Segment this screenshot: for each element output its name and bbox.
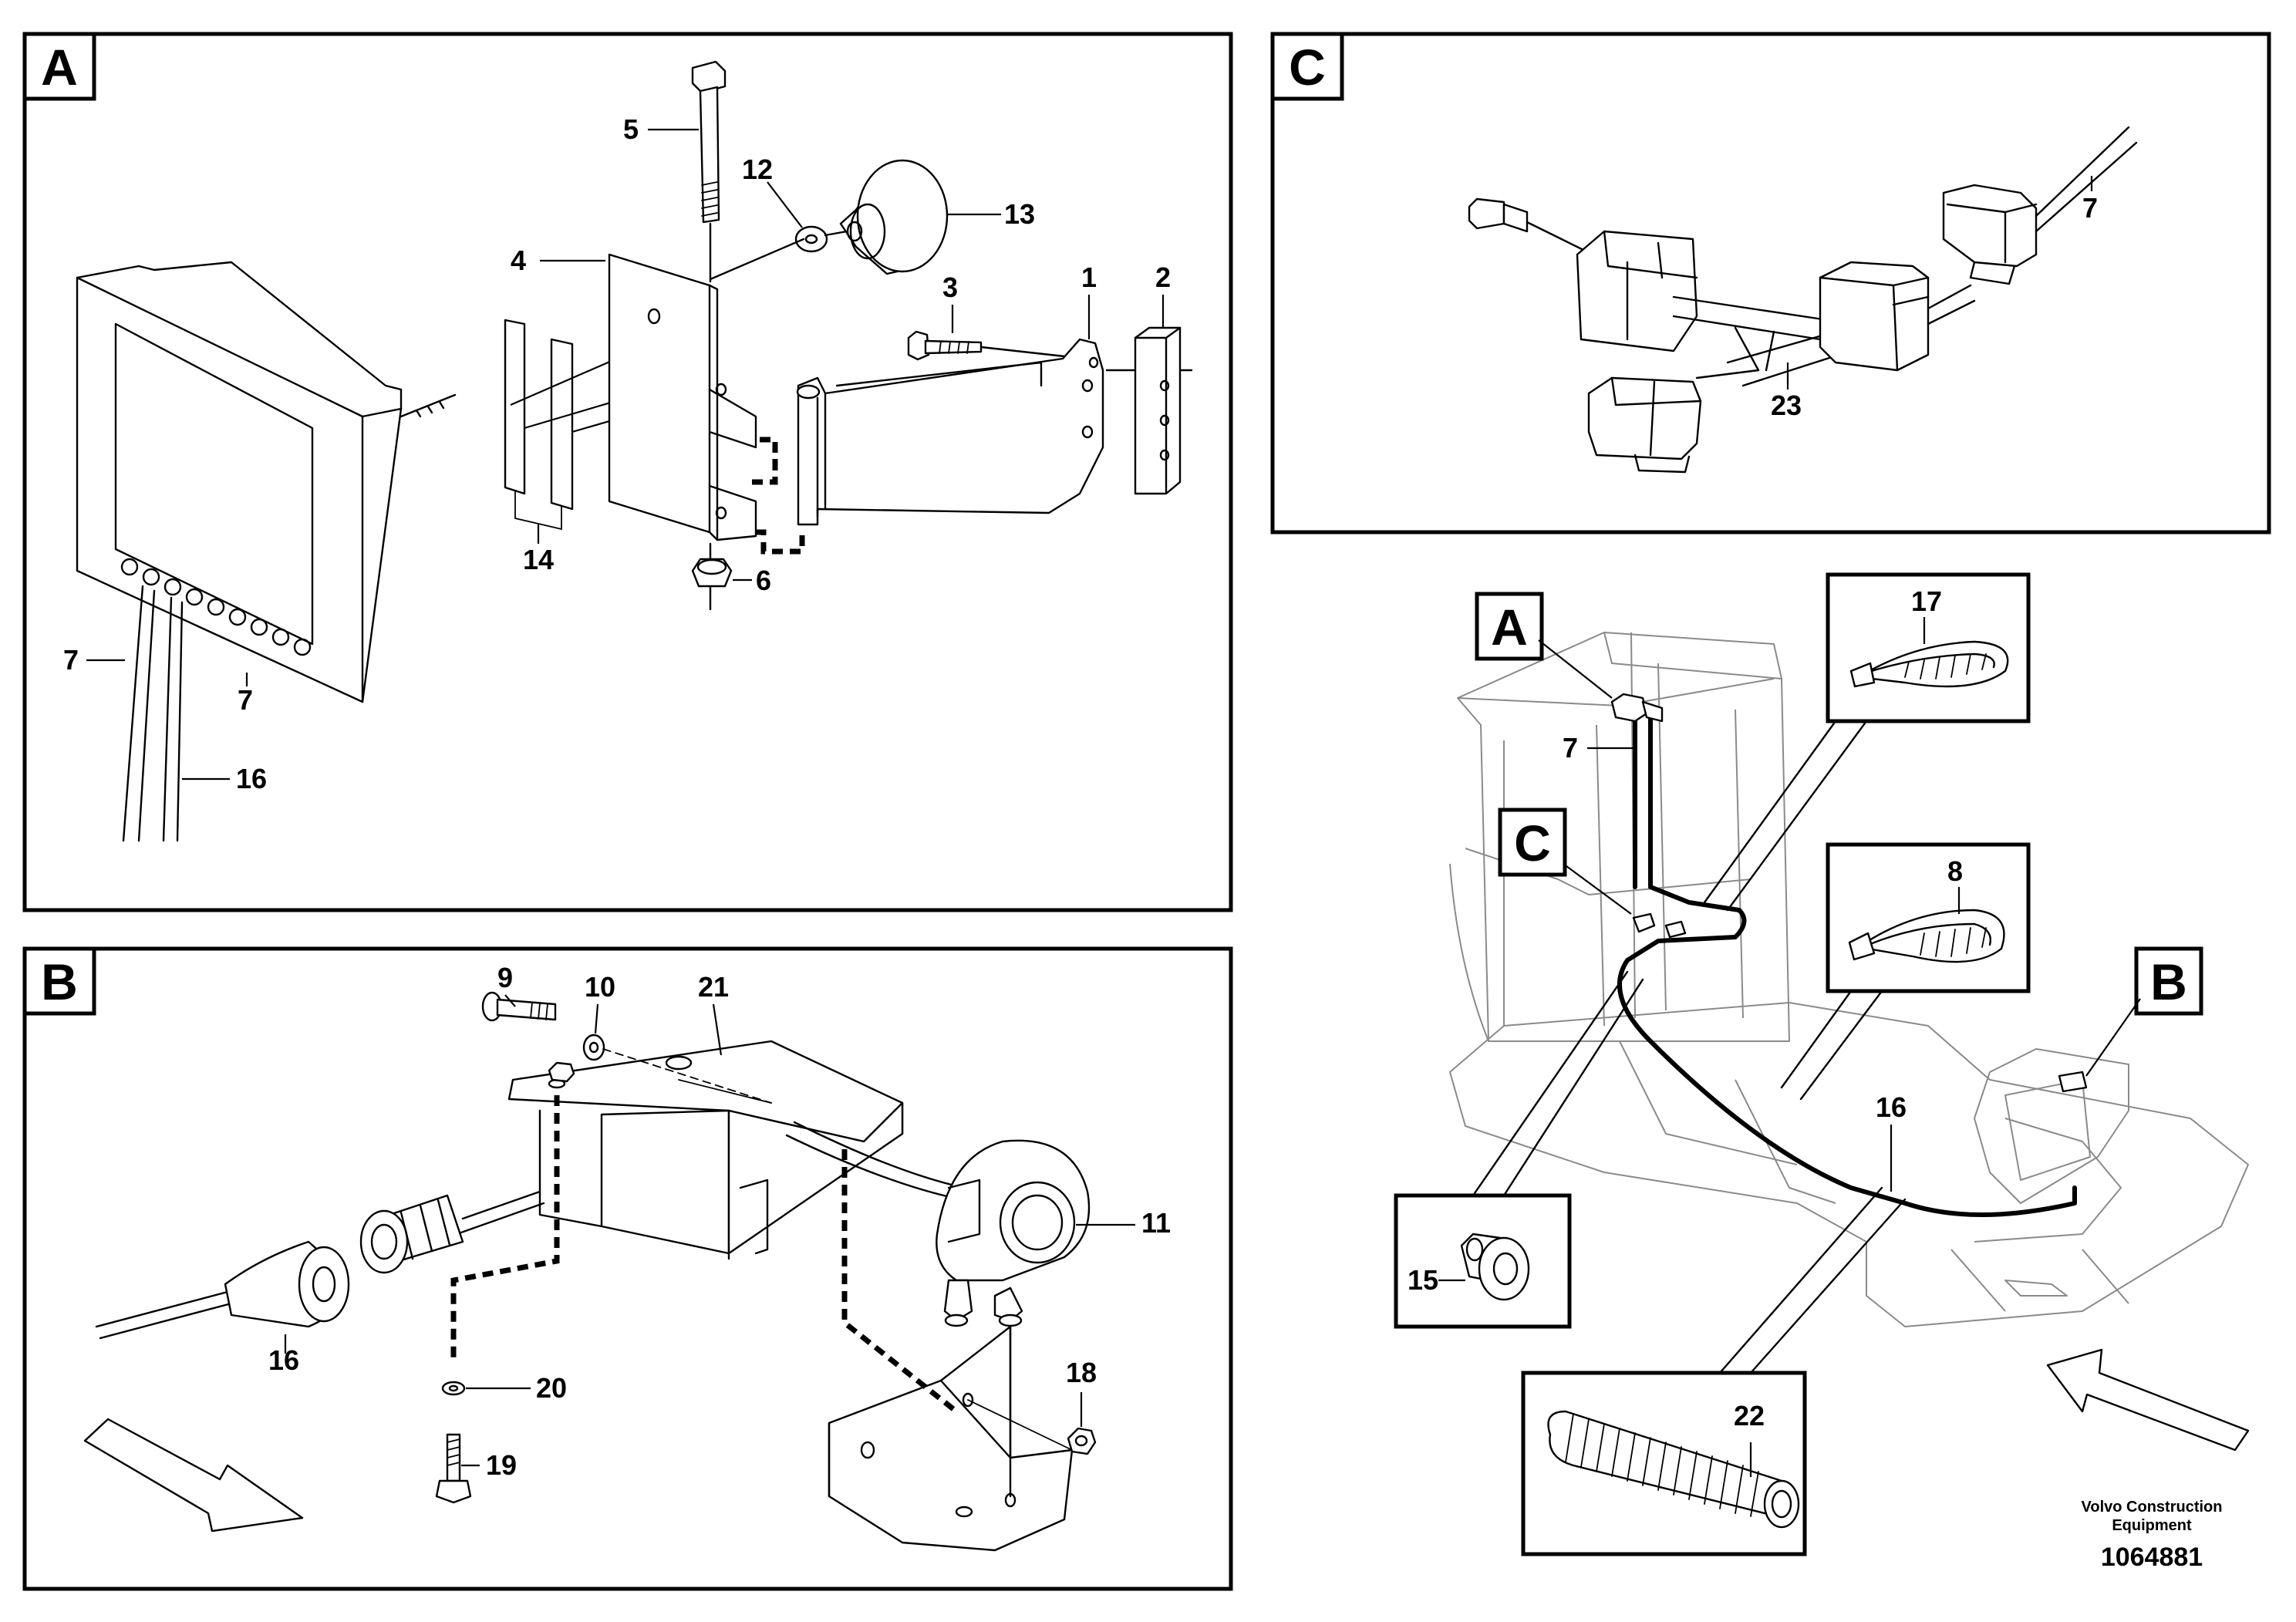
label-part-16-c: 16	[1876, 1091, 1907, 1123]
label-part-11: 11	[1141, 1207, 1171, 1239]
label-part-6: 6	[756, 565, 771, 596]
label-part-7-a: 7	[63, 644, 79, 676]
bolt-9	[481, 991, 557, 1022]
machine-overview: A C B	[1394, 572, 2250, 1556]
spacer-strip-2	[550, 338, 574, 511]
label-part-8: 8	[1947, 855, 1963, 887]
spacer-strip-1	[504, 319, 526, 495]
panel-b: B	[22, 946, 1233, 1591]
overview-callout-c-box	[1498, 808, 1567, 877]
panel-c-frame	[1270, 32, 2271, 534]
bolt-19	[435, 1433, 472, 1504]
small-plug	[1468, 197, 1586, 252]
panel-b-tag-box	[22, 946, 96, 1016]
part-labels: 5 12 13 4 3 1 2 14 6 7 7 16 9 10 21 11 1…	[63, 113, 2098, 1481]
label-part-23: 23	[1771, 389, 1802, 421]
bracket-stud	[548, 1061, 575, 1083]
brand-line-2: Equipment	[2112, 1517, 2192, 1534]
label-part-15: 15	[1408, 1264, 1438, 1296]
overview-callout-b-box	[2134, 946, 2203, 1016]
panel-c-tag-box	[1270, 32, 1344, 101]
direction-arrow-icon	[83, 1418, 304, 1533]
display-monitor	[76, 261, 457, 703]
panel-c-tag: C	[1289, 39, 1326, 96]
panel-a-tag-box	[22, 32, 96, 101]
label-part-17: 17	[1911, 585, 1942, 617]
panel-a: A	[22, 32, 1233, 912]
clamp-plate-2	[1105, 326, 1193, 495]
cable-tie-icon	[1848, 909, 2005, 963]
camera-bracket-21	[507, 1040, 904, 1260]
label-part-7-b: 7	[238, 684, 253, 716]
footer: Volvo Construction Equipment 1064881	[2082, 1499, 2223, 1572]
label-part-14: 14	[523, 544, 554, 575]
conduit-icon	[1547, 1410, 1800, 1529]
washer-12	[794, 225, 828, 253]
label-part-5: 5	[623, 113, 639, 145]
panel-b-tag: B	[41, 953, 78, 1010]
cap-13	[824, 159, 949, 275]
nut-6	[691, 542, 733, 611]
label-part-20: 20	[536, 1372, 567, 1404]
label-part-18: 18	[1066, 1357, 1097, 1388]
label-part-13: 13	[1004, 198, 1035, 230]
label-part-7-c: 7	[2082, 192, 2098, 224]
bolt-5	[691, 60, 727, 283]
brand-line-1: Volvo Construction	[2082, 1499, 2223, 1516]
screw-3	[907, 330, 1066, 361]
overview-callout-a-box	[1475, 592, 1544, 661]
monitor-buttons	[120, 558, 312, 656]
connector-block-1	[1576, 230, 1698, 352]
label-part-7-d: 7	[1563, 732, 1578, 764]
washer-10	[582, 1034, 605, 1061]
detail-box-17	[1826, 572, 2031, 723]
overview-callout-c: C	[1514, 814, 1551, 872]
label-part-1: 1	[1081, 261, 1097, 293]
connector-block-4	[1587, 376, 1702, 474]
label-part-2: 2	[1155, 261, 1171, 293]
label-part-22: 22	[1734, 1400, 1765, 1431]
label-part-16-b: 16	[268, 1344, 299, 1376]
overview-callout-b: B	[2150, 953, 2187, 1010]
cable-tie-icon	[1849, 640, 2009, 688]
label-part-12: 12	[742, 153, 773, 185]
nut-18	[1067, 1427, 1097, 1455]
connector-block-3	[1942, 184, 2038, 285]
label-part-4: 4	[511, 244, 526, 276]
label-part-16-a: 16	[236, 763, 267, 794]
camera-mount-plate	[828, 1325, 1074, 1552]
connector-female	[224, 1240, 350, 1328]
washer-20	[441, 1381, 466, 1396]
mount-bracket	[608, 253, 757, 541]
label-part-9: 9	[497, 962, 513, 993]
grommet-icon	[1460, 1233, 1530, 1301]
panel-a-tag: A	[41, 39, 78, 96]
connector-male	[359, 1190, 545, 1274]
label-part-10: 10	[585, 971, 615, 1003]
arm-bracket-1	[796, 338, 1104, 526]
label-part-21: 21	[698, 971, 729, 1003]
panel-c: C	[1270, 32, 2271, 534]
rear-camera-11	[936, 1139, 1091, 1327]
drawing-number: 1064881	[2101, 1543, 2203, 1572]
connector-block-2	[1819, 261, 1930, 372]
direction-arrow-icon	[2046, 1348, 2250, 1452]
label-part-19: 19	[486, 1449, 517, 1481]
overview-callout-a: A	[1491, 599, 1528, 656]
label-part-3: 3	[942, 271, 958, 303]
